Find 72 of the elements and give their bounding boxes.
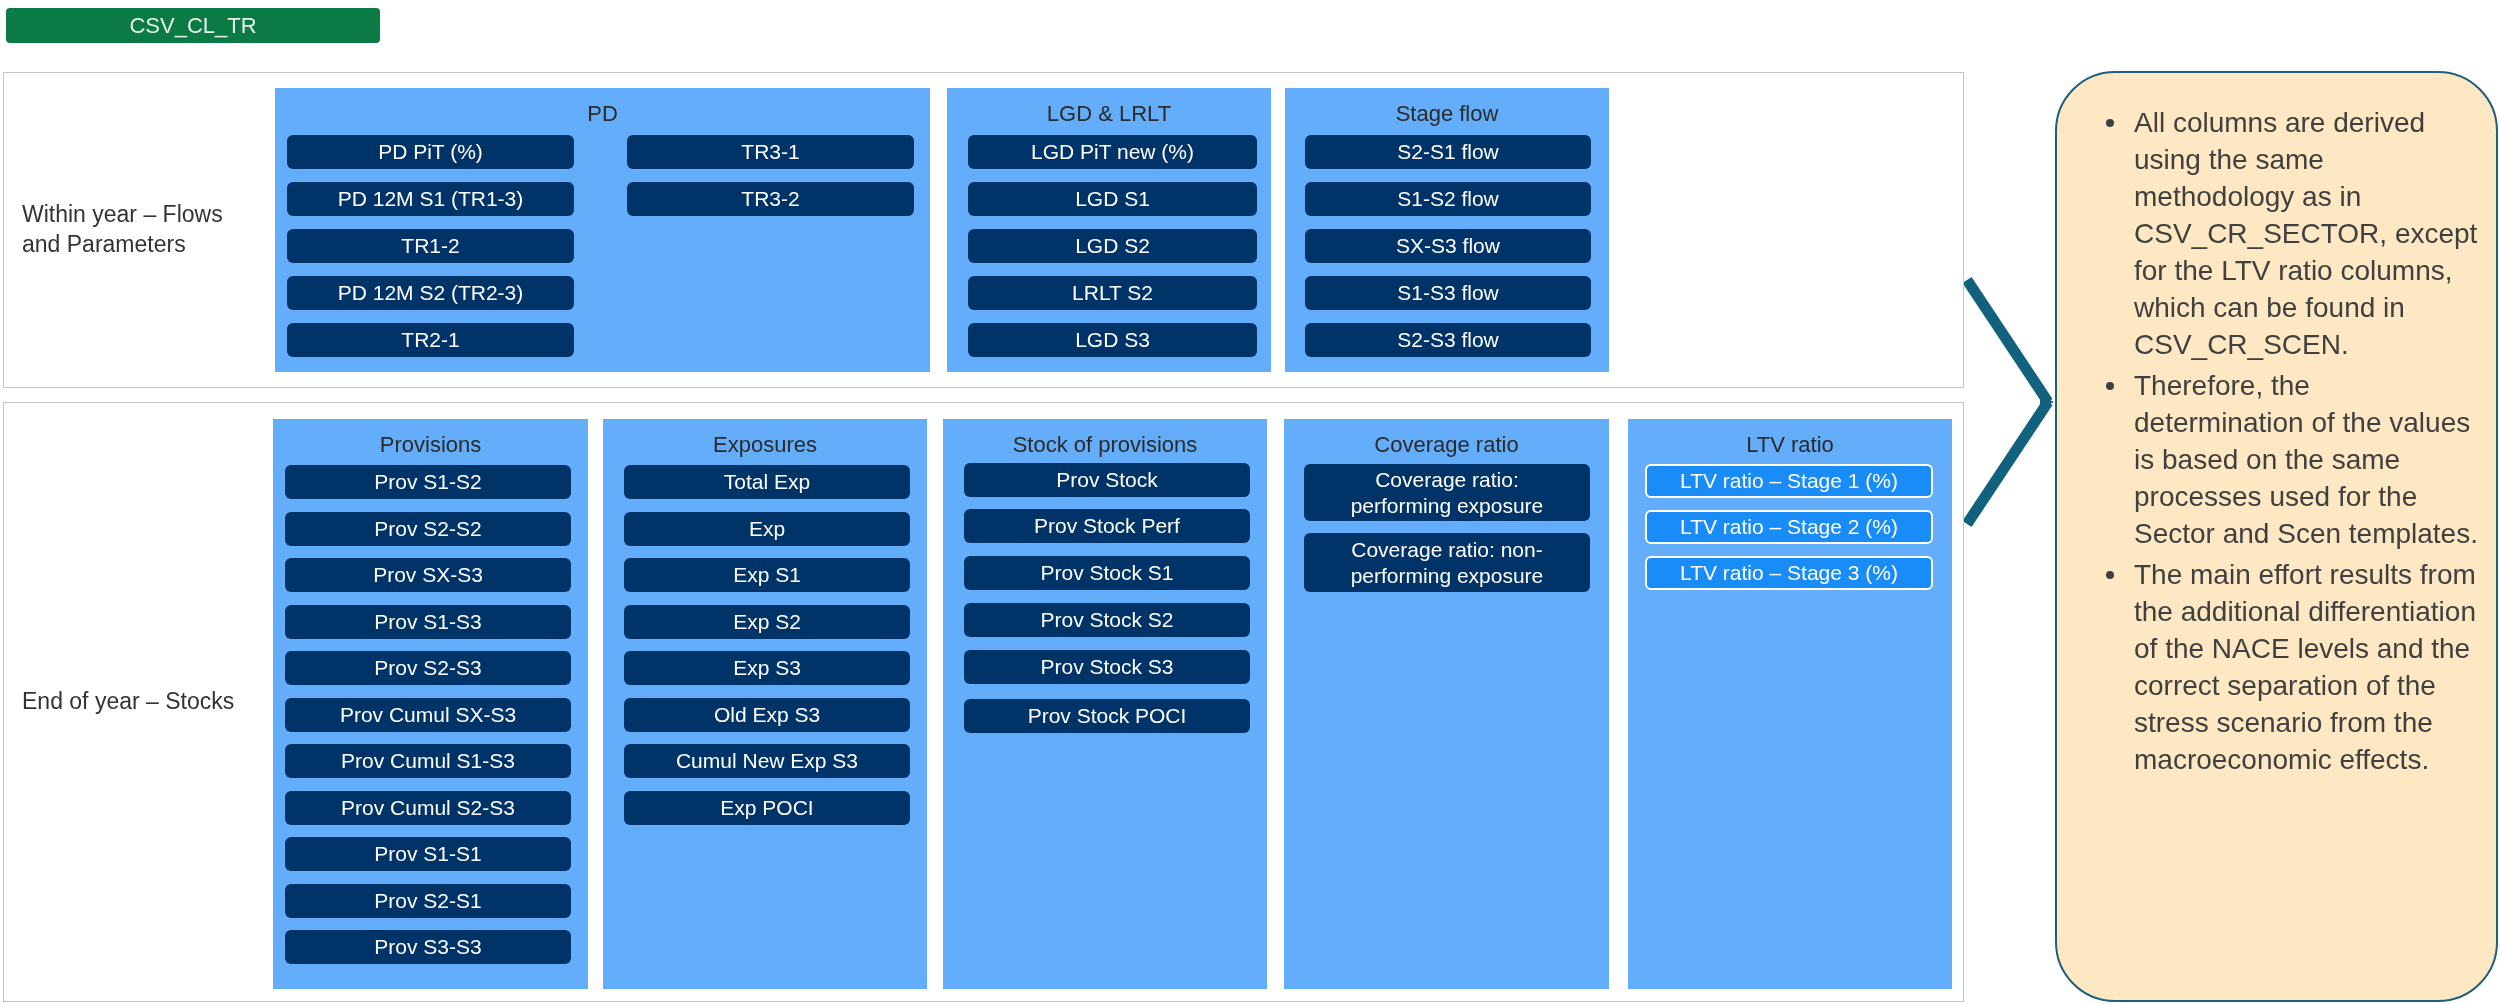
column-tag: Total Exp bbox=[624, 465, 910, 499]
column-tag: TR3-2 bbox=[627, 182, 914, 216]
column-tag: LRLT S2 bbox=[968, 276, 1257, 310]
column-tag: PD 12M S2 (TR2-3) bbox=[287, 276, 574, 310]
column-tag: Exp POCI bbox=[624, 791, 910, 825]
column-tag: Cumul New Exp S3 bbox=[624, 744, 910, 778]
column-tag: Coverage ratio: performing exposure bbox=[1304, 464, 1590, 521]
column-tag: Prov Stock POCI bbox=[964, 699, 1250, 733]
column-tag: Prov Stock S1 bbox=[964, 556, 1250, 590]
group-panel bbox=[947, 88, 1271, 372]
column-tag: Exp S2 bbox=[624, 605, 910, 639]
column-tag: Prov Stock bbox=[964, 463, 1250, 497]
column-tag: TR2-1 bbox=[287, 323, 574, 357]
section-label: End of year – Stocks bbox=[22, 687, 236, 717]
column-tag: Prov Cumul S1-S3 bbox=[285, 744, 571, 778]
column-tag: S1-S2 flow bbox=[1305, 182, 1591, 216]
highlighted-column-tag: LTV ratio – Stage 3 (%) bbox=[1645, 556, 1933, 590]
group-heading: PD bbox=[587, 101, 618, 127]
column-tag: Prov S1-S3 bbox=[285, 605, 571, 639]
group-heading: Coverage ratio bbox=[1374, 432, 1519, 458]
group-panel bbox=[275, 88, 930, 372]
group-panel bbox=[1628, 419, 1952, 989]
column-tag: Prov Cumul S2-S3 bbox=[285, 791, 571, 825]
column-tag: Prov Stock Perf bbox=[964, 509, 1250, 543]
bullet-text: The main effort results from the additional differentiation of the NACE levels and the correct separation of the stress scenario from the macroeconomic effects. bbox=[2134, 558, 2477, 777]
column-tag: SX-S3 flow bbox=[1305, 229, 1591, 263]
group-panel bbox=[603, 419, 927, 989]
highlighted-column-tag: LTV ratio – Stage 1 (%) bbox=[1645, 464, 1933, 498]
section-panel bbox=[3, 402, 1964, 1002]
column-tag: Exp S1 bbox=[624, 558, 910, 592]
group-heading: LTV ratio bbox=[1746, 432, 1834, 458]
column-tag: LGD S1 bbox=[968, 182, 1257, 216]
column-tag: S2-S1 flow bbox=[1305, 135, 1591, 169]
note-panel bbox=[2055, 71, 2498, 1002]
column-tag: S2-S3 flow bbox=[1305, 323, 1591, 357]
highlighted-column-tag: LTV ratio – Stage 2 (%) bbox=[1645, 510, 1933, 544]
column-tag: Prov Stock S2 bbox=[964, 603, 1250, 637]
column-tag: LGD S3 bbox=[968, 323, 1257, 357]
column-tag: PD PiT (%) bbox=[287, 135, 574, 169]
group-heading: Stock of provisions bbox=[1012, 432, 1198, 458]
section-label: Within year – Flows and Parameters bbox=[22, 200, 224, 259]
bullet-text: Therefore, the determination of the values is based on the same processes used for the Sector and Scen templates. bbox=[2134, 369, 2479, 551]
group-heading: Stage flow bbox=[1395, 101, 1499, 127]
group-panel bbox=[1285, 88, 1609, 372]
bullet-text: All columns are derived using the same methodology as in CSV_CR_SECTOR, except for the LTV ratio columns, which can be found in CSV_CR_SCEN. bbox=[2134, 106, 2479, 362]
column-tag: Prov S1-S1 bbox=[285, 837, 571, 871]
column-tag: TR1-2 bbox=[287, 229, 574, 263]
group-heading: Provisions bbox=[379, 432, 482, 458]
column-tag: Prov S2-S1 bbox=[285, 884, 571, 918]
column-tag: LGD S2 bbox=[968, 229, 1257, 263]
group-heading: Exposures bbox=[713, 432, 817, 458]
column-tag: Prov S2-S3 bbox=[285, 651, 571, 685]
group-panel bbox=[273, 419, 588, 989]
title-banner: CSV_CL_TR bbox=[6, 8, 380, 43]
column-tag: Old Exp S3 bbox=[624, 698, 910, 732]
column-tag: Prov S2-S2 bbox=[285, 512, 571, 546]
column-tag: S1-S3 flow bbox=[1305, 276, 1591, 310]
column-tag: Prov SX-S3 bbox=[285, 558, 571, 592]
column-tag: Prov S3-S3 bbox=[285, 930, 571, 964]
column-tag: Exp bbox=[624, 512, 910, 546]
column-tag: Prov Cumul SX-S3 bbox=[285, 698, 571, 732]
column-tag: PD 12M S1 (TR1-3) bbox=[287, 182, 574, 216]
section-panel bbox=[3, 72, 1964, 388]
column-tag: TR3-1 bbox=[627, 135, 914, 169]
group-panel bbox=[943, 419, 1267, 989]
group-panel bbox=[1284, 419, 1609, 989]
column-tag: LGD PiT new (%) bbox=[968, 135, 1257, 169]
column-tag: Exp S3 bbox=[624, 651, 910, 685]
column-tag: Coverage ratio: non-performing exposure bbox=[1304, 533, 1590, 592]
group-heading: LGD & LRLT bbox=[1046, 101, 1172, 127]
column-tag: Prov Stock S3 bbox=[964, 650, 1250, 684]
column-tag: Prov S1-S2 bbox=[285, 465, 571, 499]
